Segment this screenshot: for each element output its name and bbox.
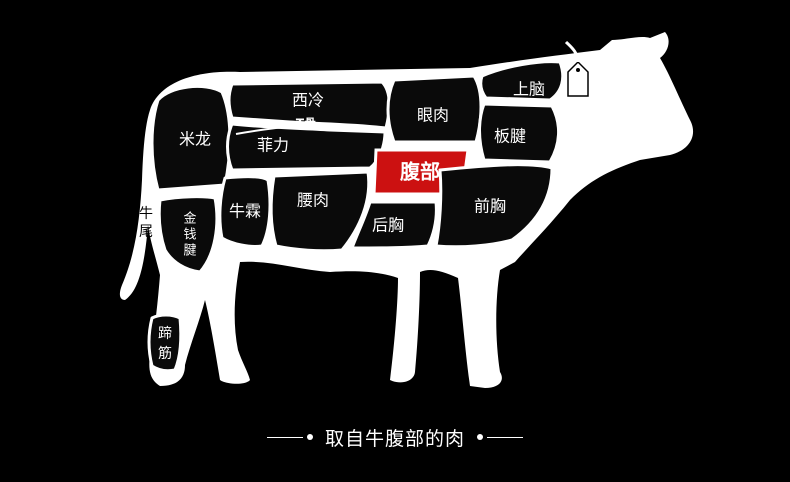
label-qian-xiong: 前胸 bbox=[474, 197, 506, 216]
cut-niu-lin bbox=[218, 175, 272, 248]
cut-shang-nao bbox=[479, 60, 565, 102]
label-yao-rou: 腰肉 bbox=[297, 191, 329, 210]
cut-hou-xiong bbox=[350, 200, 438, 250]
cuts bbox=[147, 60, 565, 373]
cut-yan-rou bbox=[386, 74, 483, 144]
cut-ban-jian bbox=[478, 102, 560, 164]
label-hou-xiong: 后胸 bbox=[372, 216, 404, 235]
caption: 取自牛腹部的肉 bbox=[0, 420, 790, 454]
label-niu-wei-2: 尾 bbox=[139, 224, 153, 240]
label-t-bone: T骨 bbox=[296, 117, 316, 131]
label-niu-wei-1: 牛 bbox=[139, 206, 153, 222]
label-ban-jian: 板腱 bbox=[494, 127, 526, 146]
label-fei-li: 菲力 bbox=[257, 136, 289, 155]
label-fu-bu: 腹部 bbox=[400, 160, 440, 184]
label-xi-leng: 西冷 bbox=[292, 91, 324, 110]
label-niu-lin: 牛霖 bbox=[229, 202, 261, 221]
label-jin-qian-jian-2: 钱 bbox=[183, 228, 196, 243]
label-jin-qian-jian-3: 腱 bbox=[183, 244, 196, 259]
label-ti-jin-1: 蹄 bbox=[158, 325, 172, 342]
caption-line-left bbox=[266, 436, 303, 438]
caption-dot-right bbox=[477, 434, 483, 440]
caption-text: 取自牛腹部的肉 bbox=[324, 427, 465, 450]
cut-qian-xiong bbox=[434, 163, 554, 249]
label-ti-jin-2: 筋 bbox=[158, 345, 172, 362]
label-shang-nao: 上脑 bbox=[513, 80, 545, 99]
caption-line-right bbox=[487, 436, 523, 438]
cut-yao-rou bbox=[269, 170, 371, 253]
label-jin-qian-jian-1: 金 bbox=[183, 211, 196, 227]
caption-dot-left bbox=[306, 434, 313, 440]
label-mi-long: 米龙 bbox=[179, 130, 211, 149]
label-yan-rou: 眼肉 bbox=[417, 106, 449, 125]
cut-labels: 米龙 西冷 T骨 菲力 眼肉 上脑 板腱 腹部 腰肉 牛霖 后胸 前胸 金 钱 … bbox=[139, 80, 545, 363]
cut-jin-qian-jian bbox=[157, 195, 219, 274]
cut-ti-jin bbox=[147, 313, 183, 373]
